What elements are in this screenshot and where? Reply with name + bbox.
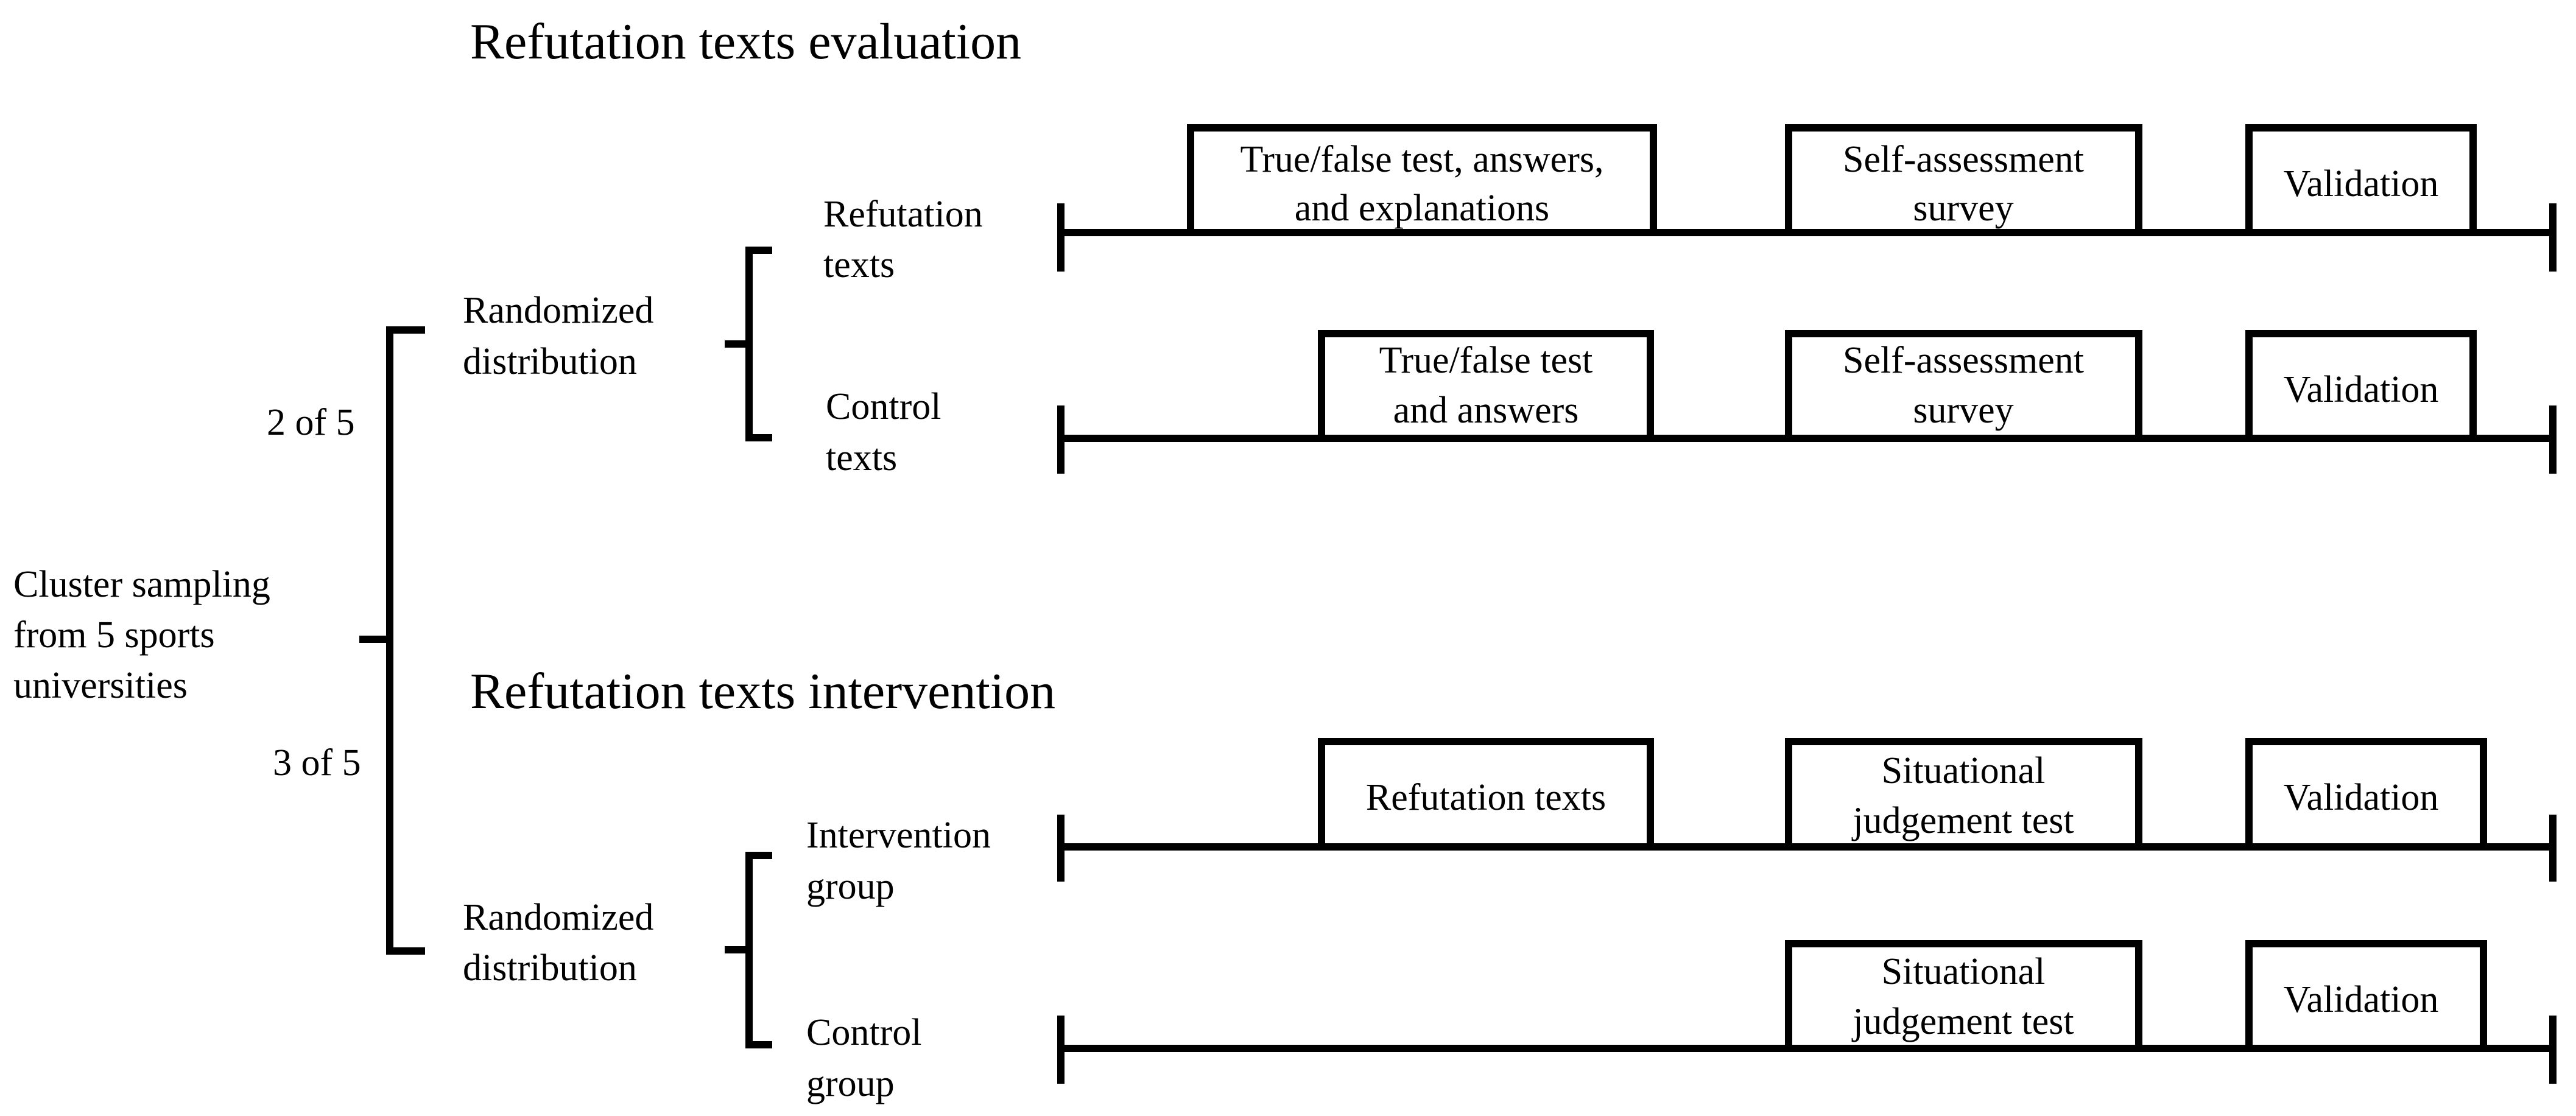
validation-box: Validation [2245,940,2487,1052]
svg-text:from 5 sports: from 5 sports [13,614,215,656]
svg-text:Self-assessment: Self-assessment [1843,139,2084,180]
svg-text:Validation: Validation [2284,777,2439,818]
svg-text:Refutation: Refutation [823,194,983,235]
refutation-texts-group-label: Refutation texts [823,194,983,286]
svg-text:Validation: Validation [2284,369,2439,410]
validation-box: Validation [2245,330,2477,442]
true-false-test-answers-box: True/false test and answers [1318,330,1654,442]
svg-text:texts: texts [826,437,897,479]
svg-text:Control: Control [826,386,941,427]
svg-text:group: group [806,866,895,907]
svg-text:Randomized: Randomized [463,290,653,331]
evaluation-randomized-label: Randomized distribution [463,290,653,382]
svg-text:survey: survey [1913,390,2013,431]
intervention-brace [725,852,772,1048]
svg-text:survey: survey [1913,188,2013,229]
svg-text:Refutation texts: Refutation texts [1366,777,1606,818]
intervention-group-timeline: Refutation texts Situational judgement t… [1057,738,2557,882]
upper-branch-label: 2 of 5 [267,402,355,443]
situational-judgement-test-box: Situational judgement test [1785,940,2142,1052]
control-texts-group-label: Control texts [826,386,941,479]
refutation-texts-box: Refutation texts [1318,738,1654,851]
evaluation-title: Refutation texts evaluation [470,13,1021,70]
lower-branch-label: 3 of 5 [273,742,361,784]
svg-text:Validation: Validation [2284,979,2439,1020]
svg-text:universities: universities [13,665,188,706]
self-assessment-survey-box: Self-assessment survey [1785,124,2142,236]
svg-text:Cluster sampling: Cluster sampling [13,564,270,605]
svg-text:Control: Control [806,1012,921,1053]
svg-text:Self-assessment: Self-assessment [1843,340,2084,381]
svg-text:distribution: distribution [463,947,637,989]
cluster-sampling-label: Cluster sampling from 5 sports universit… [13,564,270,706]
true-false-test-explanations-box: True/false test, answers, and explanatio… [1187,124,1657,236]
svg-text:distribution: distribution [463,341,637,382]
situational-judgement-test-box: Situational judgement test [1785,738,2142,851]
intervention-group-label: Intervention group [806,815,991,907]
svg-text:Situational: Situational [1882,750,2046,791]
control-texts-timeline: True/false test and answers Self-assessm… [1057,330,2557,474]
svg-text:Situational: Situational [1882,951,2046,992]
svg-text:True/false test, answers,: True/false test, answers, [1240,139,1604,180]
evaluation-brace [725,247,772,441]
intervention-title: Refutation texts intervention [470,663,1055,720]
sampling-split-bracket [359,326,425,955]
svg-text:judgement test: judgement test [1851,1001,2074,1042]
svg-text:texts: texts [823,244,895,286]
control-group-label: Control group [806,1012,921,1104]
svg-text:judgement test: judgement test [1851,800,2074,841]
intervention-randomized-label: Randomized distribution [463,897,653,989]
control-group-timeline: Situational judgement test Validation [1057,940,2557,1084]
refutation-texts-timeline: True/false test, answers, and explanatio… [1057,124,2557,272]
svg-text:group: group [806,1063,895,1104]
validation-box: Validation [2245,738,2487,851]
svg-text:Randomized: Randomized [463,897,653,938]
svg-text:Intervention: Intervention [806,815,991,856]
validation-box: Validation [2245,124,2477,236]
svg-text:Validation: Validation [2284,163,2439,205]
svg-text:and explanations: and explanations [1295,188,1549,229]
svg-text:and answers: and answers [1393,390,1579,431]
svg-text:True/false test: True/false test [1379,340,1593,381]
self-assessment-survey-box: Self-assessment survey [1785,330,2142,442]
